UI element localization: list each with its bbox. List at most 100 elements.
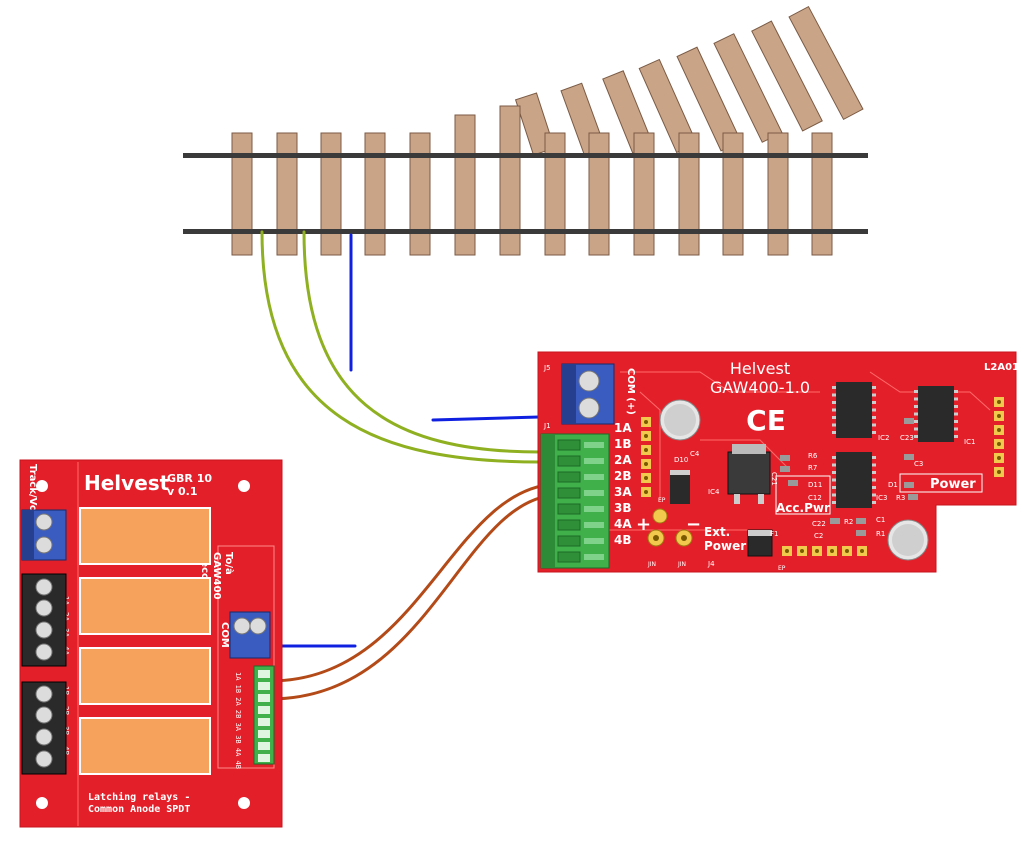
header-hole xyxy=(845,549,849,553)
bank-a-terminal[interactable] xyxy=(21,573,67,667)
jin-label: JIN xyxy=(647,561,656,568)
ic-leg xyxy=(954,390,958,393)
ic-leg xyxy=(872,471,876,474)
ic-leg xyxy=(832,431,836,434)
gaw400-model: GAW400-1.0 xyxy=(710,378,810,397)
designator-d11: D11 xyxy=(808,481,822,489)
ic-leg xyxy=(832,501,836,504)
gaw400-brand: Helvest xyxy=(730,359,790,378)
tie xyxy=(767,132,789,256)
terminal-screw xyxy=(584,522,604,528)
smd-c2 xyxy=(856,530,866,536)
terminal-screw[interactable] xyxy=(35,621,53,639)
ic-legs xyxy=(832,386,958,504)
wire-brown-2 xyxy=(268,493,557,701)
acc-pwr-label: Acc.Pwr xyxy=(776,501,830,515)
terminal-side xyxy=(562,364,576,424)
ic4-leg xyxy=(734,494,740,504)
terminal-screw[interactable] xyxy=(35,578,53,596)
output-label: 1A xyxy=(614,421,632,435)
diode-d10 xyxy=(670,470,690,504)
ic4-regulator xyxy=(727,451,771,495)
gaw400-board: Helvest GAW400-1.0 CE L2A01 COM (+) J5 J… xyxy=(537,351,1019,573)
output-label: 3B xyxy=(614,501,632,515)
terminal-screw xyxy=(584,474,604,480)
track-com-terminal[interactable] xyxy=(21,509,67,561)
header-hole xyxy=(997,442,1001,446)
wire-green-2 xyxy=(302,230,542,454)
gbr10-pin-header[interactable] xyxy=(253,665,275,765)
terminal-screw[interactable] xyxy=(249,617,267,635)
header-pin xyxy=(258,754,270,762)
ic-leg xyxy=(914,412,918,416)
designator-ic2: IC2 xyxy=(878,434,889,442)
ep-pad xyxy=(652,508,668,524)
smd-r3 xyxy=(908,494,918,500)
gbr10-board: Helvest GBR 10 v 0.1 Track/Voie COM To/à… xyxy=(19,459,283,828)
power-label: Power xyxy=(930,477,976,492)
terminal-screw[interactable] xyxy=(578,370,600,392)
mount-hole xyxy=(238,797,250,809)
ic-leg xyxy=(954,420,958,423)
tie xyxy=(588,132,610,256)
ic-leg xyxy=(872,456,876,459)
terminal-slot[interactable] xyxy=(557,535,581,547)
gbr10-version: v 0.1 xyxy=(167,485,198,498)
rail-bottom xyxy=(183,229,868,234)
terminal-screw xyxy=(584,458,604,464)
diode-band xyxy=(670,470,690,475)
terminal-screw xyxy=(584,490,604,496)
j4-label: J4 xyxy=(707,560,715,568)
terminal-screw[interactable] xyxy=(35,728,53,746)
designator-c2: C2 xyxy=(814,532,823,540)
terminal-slot[interactable] xyxy=(557,455,581,467)
gbr10-decoder-label-3: Decoder xyxy=(199,552,210,599)
header-pin xyxy=(258,694,270,702)
gaw400-com-terminal[interactable] xyxy=(561,363,615,425)
terminal-screw[interactable] xyxy=(35,513,53,531)
terminal-slot[interactable] xyxy=(557,487,581,499)
terminal-slot[interactable] xyxy=(557,551,581,563)
gaw400-output-terminal[interactable] xyxy=(540,433,610,569)
designator-f1: F1 xyxy=(770,530,778,538)
gbr10-footer-2: Common Anode SPDT xyxy=(88,804,190,815)
gbr10-side-label: Track/Voie COM xyxy=(27,464,38,551)
terminal-slot[interactable] xyxy=(557,519,581,531)
terminal-screw[interactable] xyxy=(35,685,53,703)
terminal-screw xyxy=(584,538,604,544)
header-hole xyxy=(997,414,1001,418)
smd-parts xyxy=(780,418,918,536)
header-pin xyxy=(258,670,270,678)
fuse-cap xyxy=(748,530,772,536)
terminal-screw[interactable] xyxy=(233,617,251,635)
terminal-slot[interactable] xyxy=(557,471,581,483)
designator-c4: C4 xyxy=(690,450,700,458)
ic-leg xyxy=(954,405,958,408)
rail-top xyxy=(183,153,868,158)
terminal-screw[interactable] xyxy=(35,536,53,554)
corner-id: L2A01 xyxy=(984,362,1019,373)
tie xyxy=(499,105,521,256)
mount-hole xyxy=(238,480,250,492)
terminal-screw[interactable] xyxy=(578,397,600,419)
terminal-slot[interactable] xyxy=(557,503,581,515)
terminal-slot[interactable] xyxy=(557,439,581,451)
header-hole xyxy=(800,549,804,553)
ic-leg xyxy=(914,427,918,431)
terminal-screw[interactable] xyxy=(35,706,53,724)
bank-b-terminal[interactable] xyxy=(21,681,67,775)
decoder-com-terminal[interactable] xyxy=(229,611,271,659)
terminal-screw[interactable] xyxy=(35,750,53,768)
header-hole xyxy=(860,549,864,553)
terminal-screw[interactable] xyxy=(35,599,53,617)
ic-leg xyxy=(954,435,958,438)
header-hole xyxy=(644,476,648,480)
ic-leg xyxy=(832,408,836,412)
designator-r2: R2 xyxy=(844,518,853,526)
designator-ep: EP xyxy=(778,565,786,572)
ic-leg xyxy=(872,393,876,397)
terminal-screw[interactable] xyxy=(35,643,53,661)
ic-leg xyxy=(832,416,836,419)
output-label: 4B xyxy=(614,533,632,547)
ic-leg xyxy=(954,427,958,431)
